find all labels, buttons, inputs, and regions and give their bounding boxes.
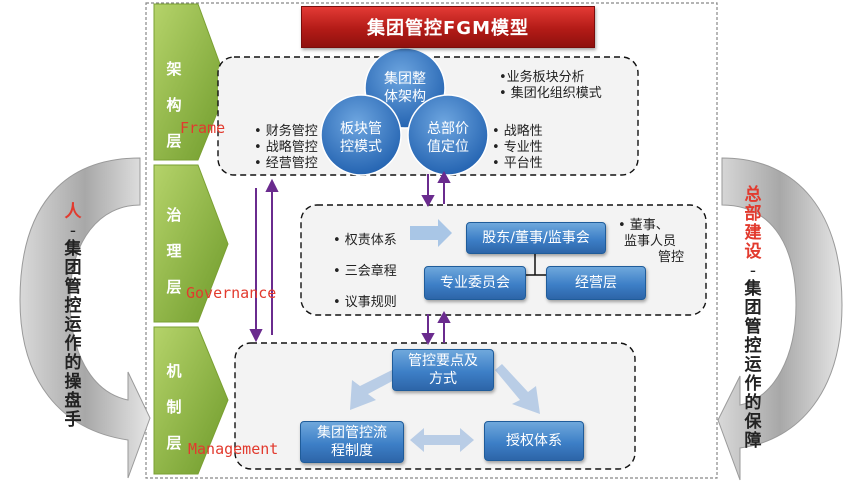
box-shareholders-board: 股东/董事/监事会 (466, 222, 606, 254)
circle-text-left: 板块管控模式 (340, 121, 382, 155)
right-curved-arrow (717, 157, 843, 481)
left-arrow-body: 集团管控运作的操盘手 (64, 239, 82, 430)
frame-bullets-right: • 战略性• 专业性• 平台性 (492, 124, 543, 171)
layer-label-management: 机制层 (166, 362, 182, 452)
diagram-title: 集团管控FGM模型 (301, 6, 595, 48)
frame-bullets-left: • 财务管控• 战略管控• 经营管控 (254, 124, 318, 171)
governance-arrow (410, 219, 452, 247)
right-arrow-head: 总部建设 (744, 185, 762, 262)
circle-hq-value (407, 94, 489, 176)
layer-link-arrows-center-bottom (421, 310, 451, 346)
circle-text-right: 总部价值定位 (427, 121, 469, 155)
left-arrow-dash: - (69, 221, 77, 241)
circle-text-top: 集团整体架构 (384, 71, 426, 105)
layer-link-arrows-center-top (421, 170, 451, 208)
left-arrow-head: 人 (64, 202, 82, 222)
layer-chevron-governance (153, 164, 229, 323)
frame-bullets-top-right: •业务板块分析• 集团化组织模式 (499, 70, 602, 101)
right-arrow-dash: - (749, 261, 757, 281)
layer-en-management: Management (188, 440, 279, 458)
layer-en-governance: Governance (186, 284, 277, 302)
box-process-system: 集团管控流程制度 (300, 421, 404, 463)
governance-note: • 董事、监事人员管控 (618, 218, 685, 265)
box-management-level: 经营层 (546, 266, 646, 300)
circle-control-mode (320, 94, 402, 176)
layer-link-arrows-left (249, 178, 279, 343)
box-authorization: 授权体系 (484, 421, 584, 461)
box-control-points: 管控要点及方式 (392, 349, 494, 391)
layer-chevron-frame (153, 3, 229, 161)
outer-frame (145, 2, 718, 479)
layer-label-frame: 架构层 (166, 60, 182, 150)
right-arrow-body: 集团管控运作的保障 (744, 279, 762, 451)
box-committee: 专业委员会 (424, 266, 526, 300)
governance-bullets: • 权责体系• 三会章程• 议事规则 (333, 233, 397, 310)
left-curved-arrow (19, 157, 151, 479)
management-cycle-arrows (350, 364, 540, 452)
layer-en-frame: Frame (180, 119, 226, 137)
layer-label-governance: 治理层 (166, 206, 182, 296)
layer-chevron-management (153, 326, 229, 475)
